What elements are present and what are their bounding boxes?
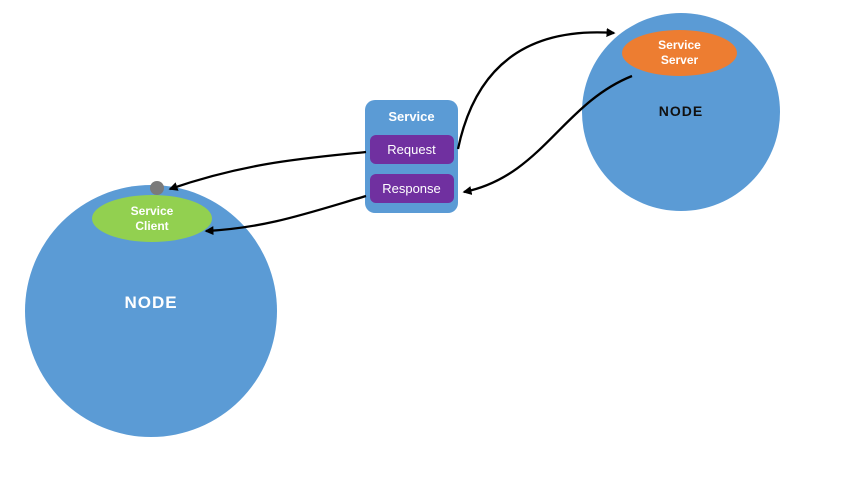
arrow-request-to-dot xyxy=(168,150,367,191)
service-client-ellipse: Service Client xyxy=(92,195,212,242)
right-node-label: NODE xyxy=(658,103,704,119)
service-client-label-line2: Client xyxy=(135,218,169,233)
service-server-ellipse: Service Server xyxy=(622,30,737,76)
response-box: Response xyxy=(369,174,454,203)
service-box: Service Request Response xyxy=(365,100,458,213)
service-box-title: Service xyxy=(388,109,435,124)
service-server-label-line2: Server xyxy=(660,53,699,67)
service-client-label-line1: Service xyxy=(130,203,174,218)
service-server-label-line1: Service xyxy=(658,38,701,52)
left-node-label: NODE xyxy=(124,293,178,312)
connection-dot xyxy=(150,181,164,195)
request-box: Request xyxy=(369,135,454,164)
